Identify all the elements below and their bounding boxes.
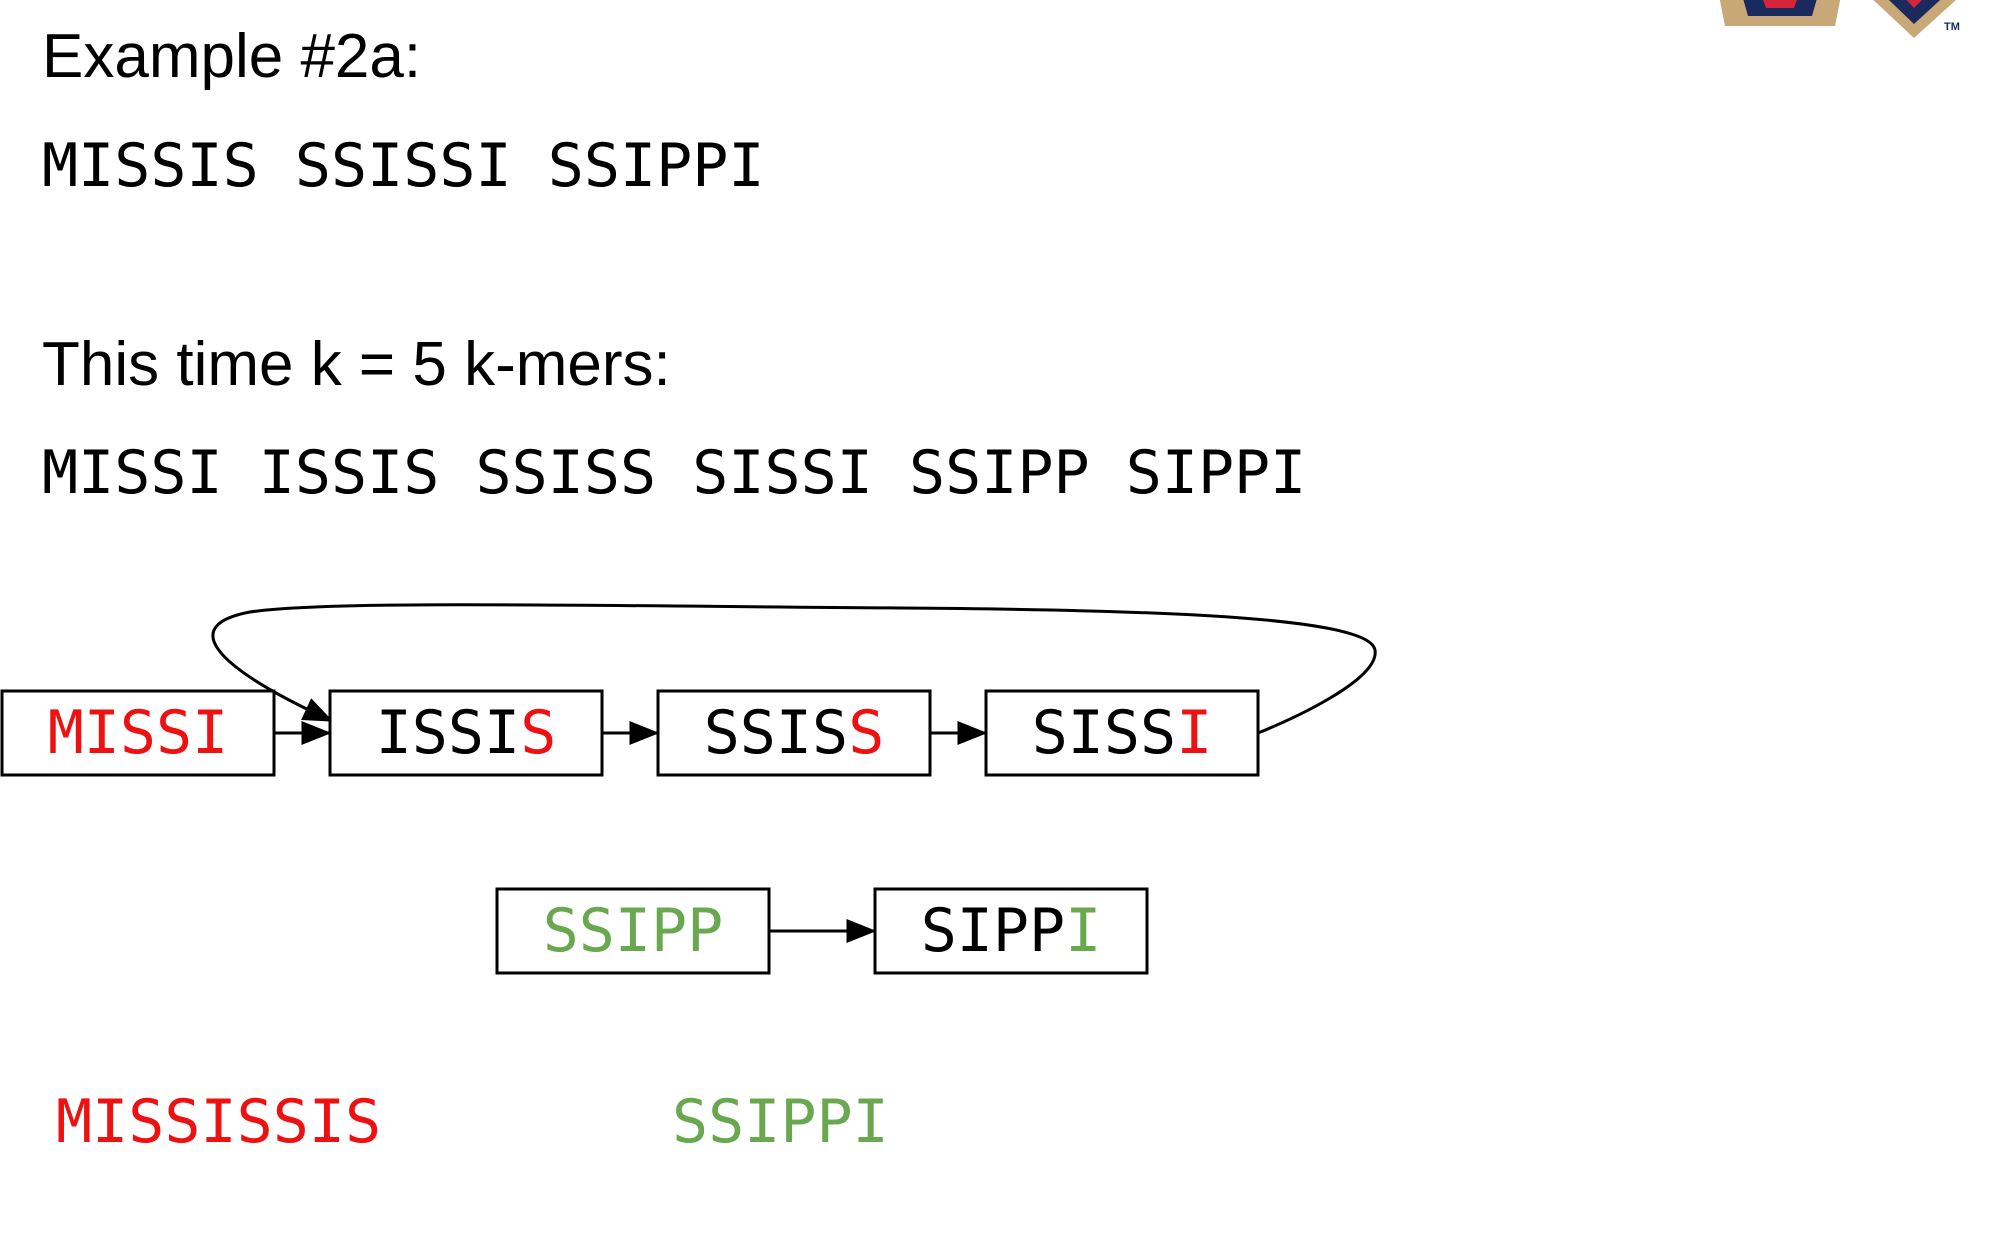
kmer-node-label: SSIPP [543,896,724,966]
kmer-heading: This time k = 5 k-mers: [42,330,671,399]
kmer-node-label: SISSI [1032,698,1213,768]
assembled-contig-1: MISSISSIS [56,1087,382,1157]
kmer-node: SIPPI [873,887,1149,975]
kmer-node-segment: I [1065,896,1101,966]
assembled-contig-2: SSIPPI [672,1087,889,1157]
loop-edge-arrow [211,603,1377,735]
kmer-node-segment: S [848,698,884,768]
kmer-line: MISSI ISSIS SSISS SISSI SSIPP SIPPI [42,438,1307,508]
kmer-node-segment: SSIS [704,698,849,768]
kmer-node-label: SSISS [704,698,885,768]
kmer-node: SISSI [984,689,1260,777]
kmer-node-box [495,887,771,975]
kmer-node: SSIPP [495,887,771,975]
kmer-node-box [656,689,932,777]
kmer-node: MISSI [0,689,276,777]
kmer-node-box [0,689,276,777]
kmer-node-label: SIPPI [921,896,1102,966]
kmer-node-box [873,887,1149,975]
kmer-node-label: ISSIS [376,698,557,768]
logo-icon: TM [1719,0,1960,38]
kmer-node-segment: MISSI [48,698,229,768]
kmer-node-box [328,689,604,777]
kmer-node-segment: ISSI [376,698,521,768]
kmer-node: ISSIS [328,689,604,777]
kmer-node-segment: I [1176,698,1212,768]
kmer-node-label: MISSI [48,698,229,768]
kmer-node-box [984,689,1260,777]
sequence-line: MISSIS SSISSI SSIPPI [42,131,765,201]
kmer-node-segment: SIPP [921,896,1066,966]
page-title: Example #2a: [42,22,422,91]
logo-trademark: TM [1944,21,1960,33]
kmer-node-segment: S [520,698,556,768]
kmer-node: SSISS [656,689,932,777]
kmer-node-segment: SISS [1032,698,1177,768]
kmer-node-segment: SSIPP [543,896,724,966]
